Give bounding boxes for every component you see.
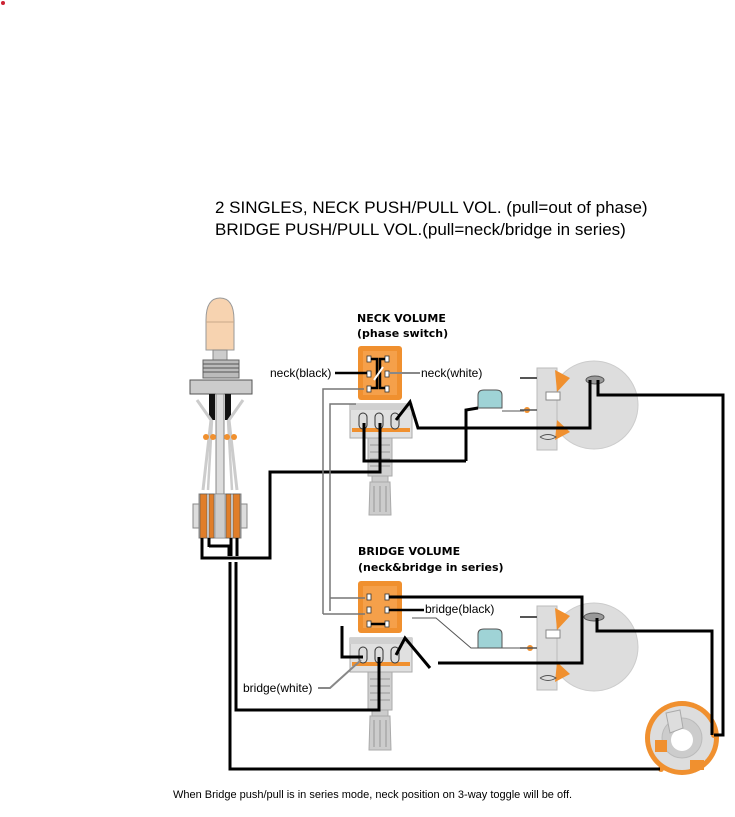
neck-volume-pot: NECK VOLUME (phase switch)	[270, 312, 482, 516]
bridge-volume-pot: BRIDGE VOLUME (neck&bridge in series) br…	[243, 545, 504, 751]
neck-tone-pot-body	[549, 360, 639, 450]
bridge-white-label: bridge(white)	[243, 681, 312, 695]
wires	[200, 380, 725, 771]
bridge-tone-cap	[477, 628, 503, 649]
toggle-tip	[205, 297, 235, 351]
footnote: When Bridge push/pull is in series mode,…	[173, 789, 572, 801]
neck-tone-cap	[477, 389, 503, 409]
neck-volume-subheading: (phase switch)	[357, 327, 448, 340]
corner-marker	[1, 1, 5, 5]
output-jack	[645, 701, 719, 775]
title-line-2: BRIDGE PUSH/PULL VOL.(pull=neck/bridge i…	[215, 220, 626, 239]
neck-black-label: neck(black)	[270, 366, 331, 380]
bridge-volume-subheading: (neck&bridge in series)	[358, 561, 504, 574]
bridge-tone-pot	[412, 602, 639, 692]
toggle-nut	[202, 359, 240, 379]
neck-white-label: neck(white)	[421, 366, 482, 380]
bridge-volume-heading: BRIDGE VOLUME	[358, 545, 460, 558]
toggle-plate	[189, 379, 253, 395]
toggle-switch	[189, 297, 253, 556]
title-line-1: 2 SINGLES, NECK PUSH/PULL VOL. (pull=out…	[215, 198, 648, 217]
neck-volume-heading: NECK VOLUME	[357, 312, 446, 325]
bridge-black-label: bridge(black)	[425, 602, 494, 616]
neck-tone-pot	[464, 360, 639, 461]
